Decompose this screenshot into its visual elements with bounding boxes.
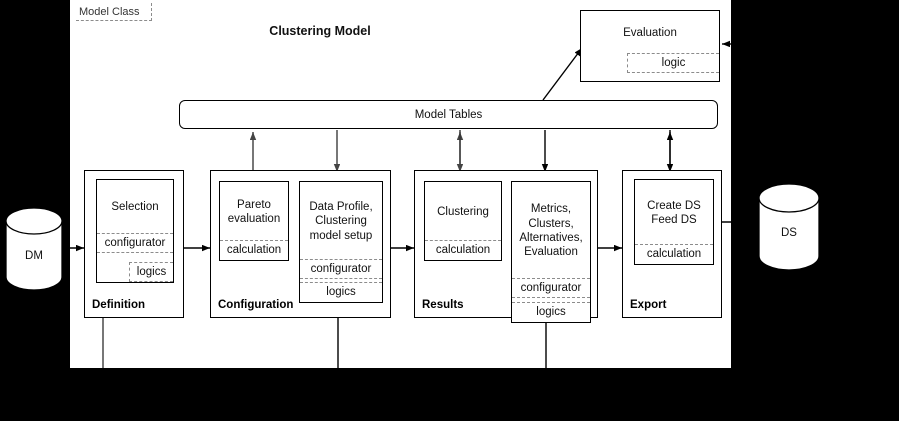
card-metrics-title: Metrics, Clusters, Alternatives, Evaluat…: [519, 203, 583, 259]
evaluation-slot-logic: logic: [627, 53, 719, 73]
card-clustering[interactable]: Clustering calculation: [424, 181, 502, 261]
card-create-ds-slot-calculation: calculation: [635, 244, 713, 264]
card-create-ds-title: Create DS Feed DS: [647, 199, 701, 226]
model-tables-bar[interactable]: Model Tables: [179, 100, 718, 129]
card-data-profile[interactable]: Data Profile, Clustering model setup con…: [299, 181, 383, 303]
dm-cylinder-icon: [5, 207, 63, 291]
card-selection-slot-configurator: configurator: [97, 233, 173, 253]
datastore-dm-label: DM: [25, 249, 43, 262]
evaluation-title: Evaluation: [623, 26, 677, 39]
datastore-dm[interactable]: DM: [5, 207, 63, 291]
card-metrics[interactable]: Metrics, Clusters, Alternatives, Evaluat…: [511, 181, 591, 323]
model-class-tag: Model Class: [76, 3, 152, 21]
card-selection-slot-logics: logics: [129, 262, 173, 282]
card-pareto-evaluation-title: Pareto evaluation: [227, 198, 281, 225]
card-metrics-slot-configurator: configurator: [512, 278, 590, 298]
ds-cylinder-icon: [758, 183, 820, 271]
card-selection-title: Selection: [111, 201, 159, 214]
datastore-ds[interactable]: DS: [758, 183, 820, 271]
card-create-ds[interactable]: Create DS Feed DS calculation: [634, 179, 714, 265]
card-data-profile-title: Data Profile, Clustering model setup: [309, 200, 373, 242]
stage-results[interactable]: Clustering calculation Metrics, Clusters…: [414, 170, 598, 323]
card-pareto-evaluation-slot-calculation: calculation: [220, 240, 288, 260]
evaluation-box[interactable]: Evaluation logic: [580, 10, 720, 82]
stage-configuration[interactable]: Pareto evaluation calculation Data Profi…: [210, 170, 391, 318]
card-pareto-evaluation[interactable]: Pareto evaluation calculation: [219, 181, 289, 261]
stage-export[interactable]: Create DS Feed DS calculation Export: [622, 170, 722, 318]
stage-definition-label: Definition: [92, 299, 146, 311]
card-selection[interactable]: Selection configurator logics: [96, 179, 174, 283]
card-data-profile-slot-configurator: configurator: [300, 259, 382, 279]
page-title: Clustering Model: [269, 24, 371, 38]
stage-results-label: Results: [422, 299, 464, 311]
card-data-profile-slot-logics: logics: [300, 282, 382, 302]
card-clustering-slot-calculation: calculation: [425, 240, 501, 260]
card-clustering-title: Clustering: [437, 205, 489, 218]
stage-definition[interactable]: Selection configurator logics Definition: [84, 170, 184, 318]
stage-configuration-label: Configuration: [218, 299, 294, 311]
card-metrics-slot-logics: logics: [512, 302, 590, 322]
stage-export-label: Export: [630, 299, 667, 311]
datastore-ds-label: DS: [781, 227, 797, 240]
